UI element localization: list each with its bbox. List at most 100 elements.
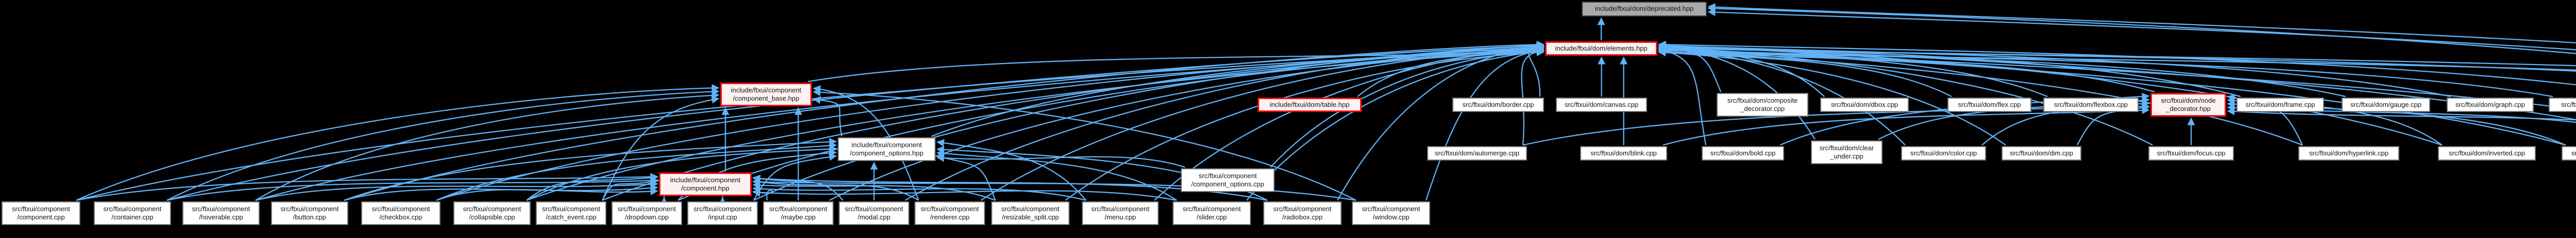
- node-focus[interactable]: src/ftxui/dom/focus.cpp: [2148, 146, 2234, 161]
- node-label: src/ftxui/dom/frame.cpp: [2245, 100, 2315, 108]
- node-label: src/ftxui/dom/gauge.cpp: [2350, 100, 2422, 108]
- node-hyperlink[interactable]: src/ftxui/dom/hyperlink.cpp: [2298, 146, 2399, 161]
- node-inverted[interactable]: src/ftxui/dom/inverted.cpp: [2438, 146, 2536, 161]
- node-label: src/ftxui/component: [1198, 171, 1257, 180]
- node-label: src/ftxui/dom/border.cpp: [1462, 100, 1534, 108]
- node-label: /maybe.cpp: [781, 213, 816, 221]
- edge-container-to-elements: [166, 42, 1545, 201]
- node-label: /menu.cpp: [1105, 213, 1136, 221]
- edge-gridbox-to-elements: [1658, 45, 2553, 98]
- node-label: include/ftxui/dom/elements.hpp: [1555, 44, 1648, 52]
- edge-color-to-elements: [1658, 45, 1906, 146]
- node-component-options-hpp[interactable]: include/ftxui/component/component_option…: [838, 137, 936, 161]
- node-window[interactable]: src/ftxui/component/window.cpp: [1352, 201, 1430, 225]
- edge-dim-to-elements: [1658, 49, 2006, 146]
- node-label: /input.cpp: [708, 213, 737, 221]
- node-label: src/ftxui/component: [1091, 204, 1149, 213]
- node-component-cpp[interactable]: src/ftxui/component/component.cpp: [2, 201, 80, 225]
- edge-reflect-to-deprecated: [1707, 8, 2576, 51]
- node-radiobox[interactable]: src/ftxui/component/radiobox.cpp: [1263, 201, 1342, 225]
- node-frame[interactable]: src/ftxui/dom/frame.cpp: [2236, 98, 2324, 112]
- edge-renderer-to-component_hpp: [752, 178, 919, 201]
- node-color[interactable]: src/ftxui/dom/color.cpp: [1901, 146, 1986, 161]
- node-bold[interactable]: src/ftxui/dom/bold.cpp: [1702, 146, 1784, 161]
- node-label: /slider.cpp: [1196, 213, 1227, 221]
- node-dropdown[interactable]: src/ftxui/component/dropdown.cpp: [612, 201, 682, 225]
- node-label: /checkbox.cpp: [379, 213, 422, 221]
- node-label: /collapsible.cpp: [469, 213, 515, 221]
- node-label: /component_options.hpp: [850, 149, 924, 157]
- node-canvas[interactable]: src/ftxui/dom/canvas.cpp: [1556, 98, 1647, 112]
- node-label: src/ftxui/dom/composite: [1727, 96, 1798, 104]
- edge-slider-to-elements: [1246, 47, 1545, 201]
- node-label: include/ftxui/component: [731, 86, 802, 94]
- edge-radiobox-to-elements: [1336, 43, 1545, 201]
- edge-scroll_indicator-to-node_decorator: [2227, 107, 2576, 121]
- node-border[interactable]: src/ftxui/dom/border.cpp: [1452, 98, 1544, 112]
- node-elements[interactable]: include/ftxui/dom/elements.hpp: [1545, 41, 1657, 56]
- edge-collapsible-to-component_hpp: [526, 173, 658, 201]
- node-composite-decorator[interactable]: src/ftxui/dom/composite_decorator.cpp: [1717, 93, 1808, 117]
- node-component-options-cpp[interactable]: src/ftxui/component/component_options.cp…: [1181, 168, 1275, 192]
- node-catch-event[interactable]: src/ftxui/component/catch_event.cpp: [536, 201, 606, 225]
- node-gauge[interactable]: src/ftxui/dom/gauge.cpp: [2342, 98, 2430, 112]
- edge-container-to-component_base: [166, 88, 720, 201]
- edge-component_options_hpp-to-component_base: [812, 96, 843, 137]
- node-flex[interactable]: src/ftxui/dom/flex.cpp: [1947, 98, 2031, 112]
- node-label: /window.cpp: [1372, 213, 1410, 221]
- node-table-hpp[interactable]: include/ftxui/dom/table.hpp: [1258, 98, 1362, 112]
- node-component-hpp[interactable]: include/ftxui/component/component.hpp: [659, 172, 752, 196]
- node-label: src/ftxui/component: [693, 204, 752, 213]
- node-resizable-split[interactable]: src/ftxui/component/resizable_split.cpp: [991, 201, 1070, 225]
- node-flexbox[interactable]: src/ftxui/dom/flexbox.cpp: [2043, 98, 2139, 112]
- node-label: include/ftxui/component: [670, 176, 741, 184]
- node-container[interactable]: src/ftxui/component/container.cpp: [94, 201, 171, 225]
- node-automerge[interactable]: src/ftxui/dom/automerge.cpp: [1427, 146, 1527, 161]
- node-label: /dropdown.cpp: [624, 213, 669, 221]
- node-label: src/ftxui/component: [1182, 204, 1241, 213]
- edge-component_base-to-elements: [807, 48, 1545, 83]
- edge-automerge-to-elements: [1521, 47, 1545, 146]
- node-label: /hoverable.cpp: [199, 213, 243, 221]
- edge-button-to-elements: [344, 40, 1545, 201]
- node-deprecated[interactable]: include/ftxui/dom/deprecated.hpp: [1582, 2, 1707, 17]
- node-label: src/ftxui/component: [371, 204, 430, 213]
- node-dim[interactable]: src/ftxui/dom/dim.cpp: [2002, 146, 2081, 161]
- node-maybe[interactable]: src/ftxui/component/maybe.cpp: [763, 201, 834, 225]
- edge-text-to-deprecated: [1707, 3, 2576, 44]
- node-blink[interactable]: src/ftxui/dom/blink.cpp: [1580, 146, 1667, 161]
- node-label: src/ftxui/dom/canvas.cpp: [1564, 100, 1639, 108]
- node-dbox[interactable]: src/ftxui/dom/dbox.cpp: [1820, 98, 1909, 112]
- node-button[interactable]: src/ftxui/component/button.cpp: [271, 201, 348, 225]
- node-label: src/ftxui/component: [12, 204, 70, 213]
- node-modal[interactable]: src/ftxui/component/modal.cpp: [839, 201, 909, 225]
- node-label: src/ftxui/dom/blink.cpp: [1590, 149, 1657, 157]
- edge-component_options_cpp-to-elements: [1270, 47, 1545, 168]
- node-renderer[interactable]: src/ftxui/component/renderer.cpp: [914, 201, 985, 225]
- node-checkbox[interactable]: src/ftxui/component/checkbox.cpp: [361, 201, 440, 225]
- node-hoverable[interactable]: src/ftxui/component/hoverable.cpp: [182, 201, 260, 225]
- node-gridbox[interactable]: src/ftxui/dom/gridbox.cpp: [2549, 98, 2576, 112]
- node-node-decorator[interactable]: src/ftxui/dom/node_decorator.hpp: [2150, 93, 2226, 117]
- node-italic[interactable]: src/ftxui/dom/italic.cpp: [2562, 146, 2576, 161]
- edge-component_options_hpp-to-elements: [931, 43, 1545, 137]
- node-menu[interactable]: src/ftxui/component/menu.cpp: [1082, 201, 1159, 225]
- node-clear-under[interactable]: src/ftxui/dom/clear_under.cpp: [1811, 140, 1883, 164]
- node-label: src/ftxui/dom/graph.cpp: [2455, 100, 2526, 108]
- node-label: src/ftxui/component: [1273, 204, 1332, 213]
- node-label: src/ftxui/component: [1001, 204, 1060, 213]
- edge-bold-to-elements: [1658, 47, 1707, 146]
- node-label: src/ftxui/dom/bold.cpp: [1710, 149, 1776, 157]
- node-label: include/ftxui/dom/deprecated.hpp: [1595, 5, 1694, 13]
- edge-window-to-elements: [1425, 47, 1545, 201]
- node-label: src/ftxui/component: [618, 204, 676, 213]
- node-input[interactable]: src/ftxui/component/input.cpp: [687, 201, 758, 225]
- node-component-base[interactable]: include/ftxui/component/component_base.h…: [720, 83, 812, 106]
- node-graph[interactable]: src/ftxui/dom/graph.cpp: [2447, 98, 2534, 112]
- edge-dropdown-to-elements: [677, 46, 1545, 201]
- node-label: /renderer.cpp: [930, 213, 970, 221]
- node-label: src/ftxui/component: [845, 204, 903, 213]
- node-collapsible[interactable]: src/ftxui/component/collapsible.cpp: [453, 201, 531, 225]
- node-slider[interactable]: src/ftxui/component/slider.cpp: [1173, 201, 1251, 225]
